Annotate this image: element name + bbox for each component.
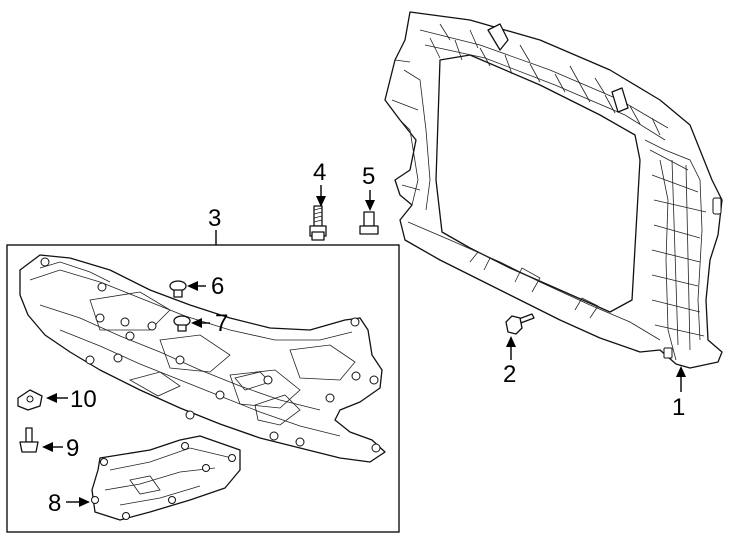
leader-lines — [42, 185, 686, 507]
part-3-frame — [6, 244, 400, 533]
flange-bolt — [505, 313, 535, 335]
radiator-support-frame — [384, 11, 723, 369]
splash-shield — [19, 254, 386, 463]
push-clip-7 — [173, 315, 191, 332]
bolt — [309, 205, 327, 241]
callout-1: 1 — [672, 394, 685, 421]
callout-6: 6 — [211, 273, 224, 300]
push-nut — [359, 211, 379, 235]
callout-10: 10 — [70, 386, 97, 413]
callout-2: 2 — [503, 361, 516, 388]
u-nut — [17, 389, 43, 411]
callout-4: 4 — [313, 159, 326, 186]
callout-9: 9 — [66, 435, 79, 462]
callout-3: 3 — [208, 205, 221, 232]
lower-splash-shield — [91, 435, 241, 521]
callout-8: 8 — [48, 490, 61, 517]
callout-7: 7 — [215, 310, 228, 337]
push-clip-6 — [169, 280, 187, 298]
screw — [19, 427, 39, 453]
callout-5: 5 — [362, 163, 375, 190]
